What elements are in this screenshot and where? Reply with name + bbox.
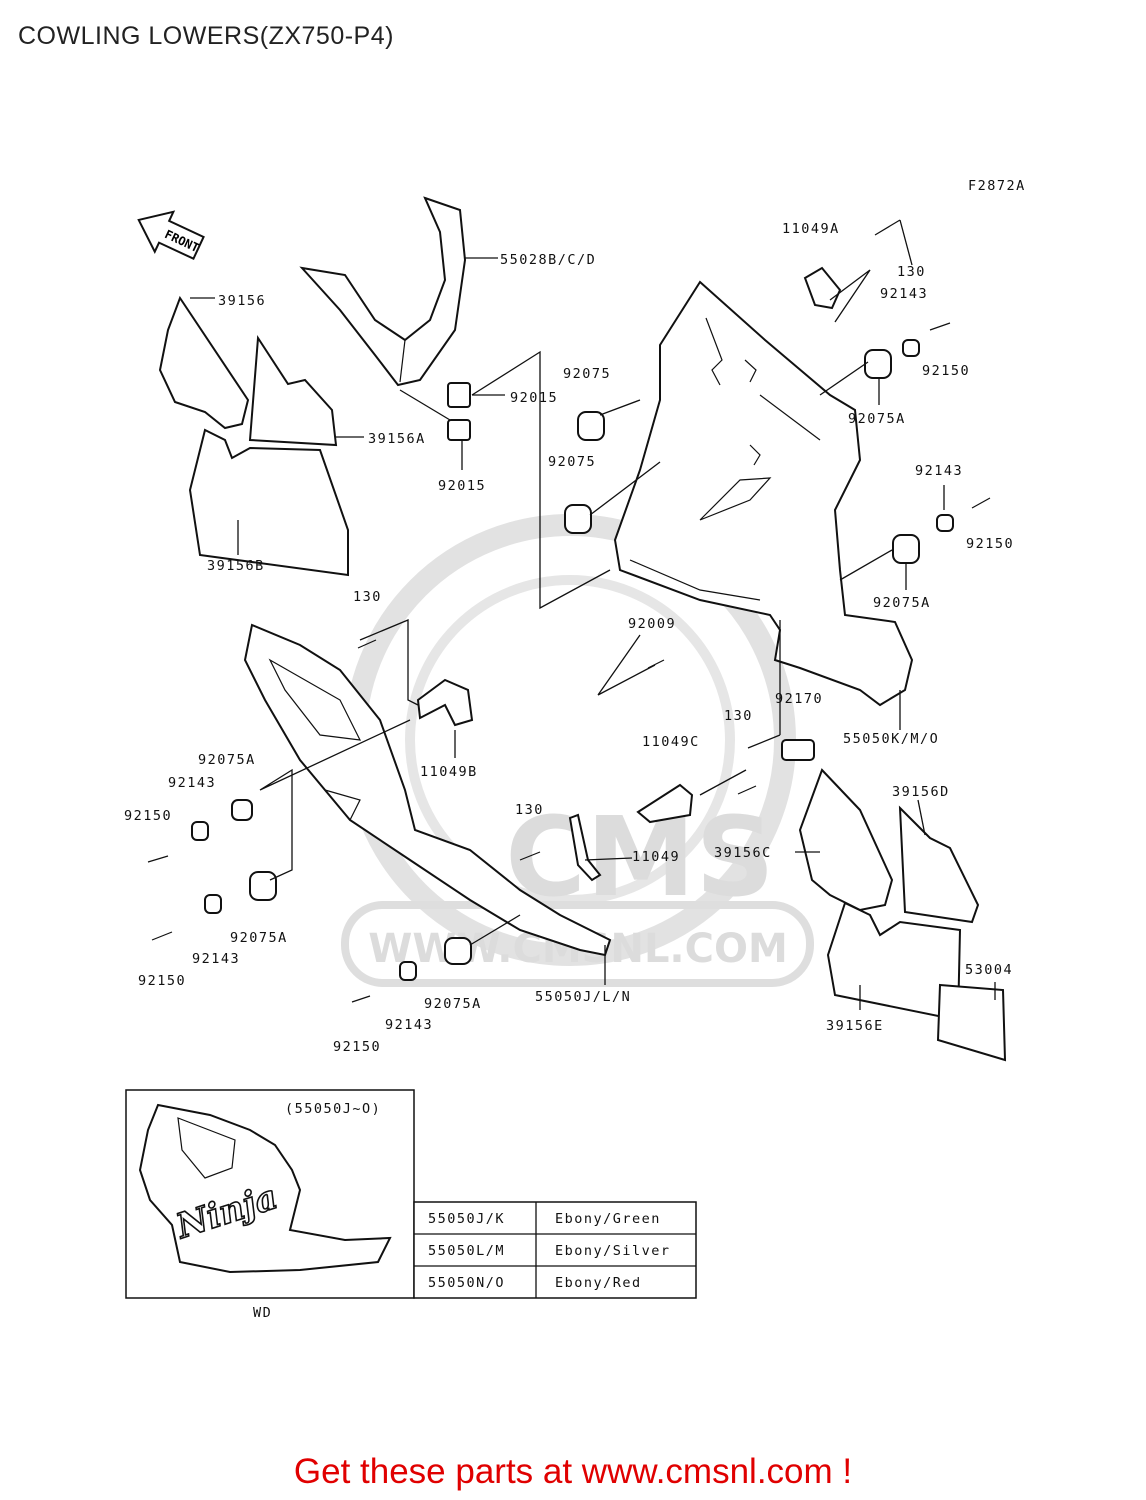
callout-92075A-left-top: 92075A [198,752,256,768]
callout-39156: 39156 [218,293,266,309]
front-arrow-icon: FRONT [137,210,205,261]
callout-92143-top: 92143 [880,286,928,302]
inset-box: (55050J~O) Ninja [125,1089,415,1299]
callout-39156A: 39156A [368,431,426,447]
callout-labels: 55028B/C/D 39156 39156A 39156B 92015 920… [124,221,1014,1055]
callout-11049A: 11049A [782,221,840,237]
bracket-11049 [568,813,602,882]
callout-11049B: 11049B [420,764,478,780]
callout-92009: 92009 [628,616,676,632]
table-row-part: 55050L/M [428,1243,505,1259]
figure-code: F2872A [968,178,1026,194]
callout-130-mid: 130 [724,708,753,724]
callout-55050KMO: 55050K/M/O [843,731,939,747]
page-title: COWLING LOWERS(ZX750-P4) [18,22,394,50]
callout-92143-left-mid: 92143 [192,951,240,967]
callout-92150-bottom: 92150 [333,1039,381,1055]
callout-55028: 55028B/C/D [500,252,596,268]
color-table: 55050J/K Ebony/Green 55050L/M Ebony/Silv… [413,1201,697,1299]
callout-92143-left-top: 92143 [168,775,216,791]
panel-39156E [826,901,962,1022]
table-row-color: Ebony/Silver [555,1243,671,1259]
clip-92170 [781,739,815,761]
bracket-11049C [636,783,694,824]
decal-53004 [936,983,1007,1062]
leader-lines [190,219,996,1010]
part-55050KMO-right-cowling [613,280,914,707]
callout-92150-left-top: 92150 [124,808,172,824]
callout-92075A-bottom: 92075A [424,996,482,1012]
callout-92075-upper: 92075 [563,366,611,382]
callout-92075A-top: 92075A [848,411,906,427]
callout-39156B: 39156B [207,558,265,574]
callout-92150-top: 92150 [922,363,970,379]
callout-92075-lower: 92075 [548,454,596,470]
callout-39156E: 39156E [826,1018,884,1034]
panel-39156D [898,805,980,924]
callout-92143-mid: 92143 [915,463,963,479]
inset-cowling-illustration: Ninja [138,1103,392,1274]
callout-11049: 11049 [632,849,680,865]
table-row-color: Ebony/Red [555,1275,642,1291]
clip-92015-lower [447,419,471,441]
bracket-11049B [416,678,474,727]
panel-39156B [188,428,349,577]
bracket-11049A [803,266,842,310]
part-55028-inner-cover [299,196,467,387]
callout-39156C: 39156C [714,845,772,861]
callout-130-top: 130 [897,264,926,280]
callout-92150-left-mid: 92150 [138,973,186,989]
callout-92170: 92170 [775,691,823,707]
watermark-banner [341,901,814,987]
callout-92015-upper: 92015 [510,390,558,406]
parts-diagram: CMS WWW.CMSNL.COM F2872A FRONT [124,178,1026,1321]
table-row-part: 55050N/O [428,1275,505,1291]
callout-55050JLN: 55050J/L/N [535,989,631,1005]
table-row-part: 55050J/K [428,1211,505,1227]
callout-92143-bottom: 92143 [385,1017,433,1033]
callout-130-bottom: 130 [515,802,544,818]
panel-39156 [158,295,250,430]
inset-heading: (55050J~O) [285,1101,381,1117]
callout-11049C: 11049C [642,734,700,750]
clip-92015-upper [447,382,471,408]
grommets-right [564,219,991,795]
callout-39156D: 39156D [892,784,950,800]
grommets-left [147,639,541,1003]
callout-92015-lower: 92015 [438,478,486,494]
callout-53004: 53004 [965,962,1013,978]
inset-note: WD [253,1305,272,1321]
table-row-color: Ebony/Green [555,1211,661,1227]
panel-39156A [248,334,338,447]
panel-39156C [798,768,894,912]
callout-130-left: 130 [353,589,382,605]
callout-92075A-mid: 92075A [873,595,931,611]
callout-92075A-left-mid: 92075A [230,930,288,946]
watermark-circle-inner [405,575,735,905]
footer-link[interactable]: Get these parts at www.cmsnl.com ! [293,1452,853,1491]
callout-92150-mid: 92150 [966,536,1014,552]
